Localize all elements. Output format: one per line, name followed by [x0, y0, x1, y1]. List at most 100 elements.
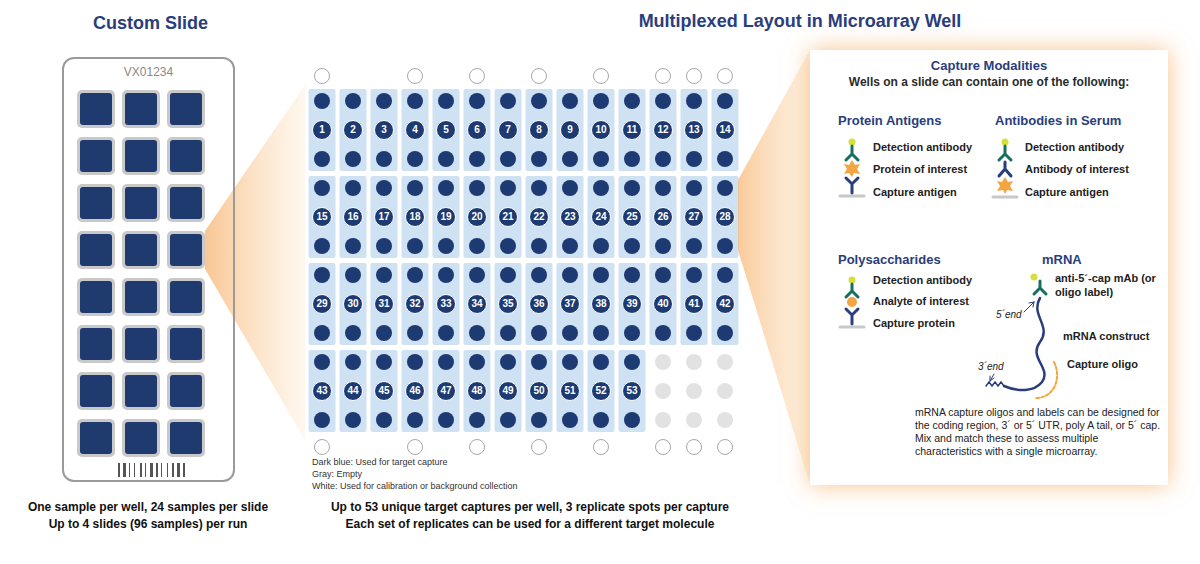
callout-number: 7 [505, 125, 511, 135]
capture-spot [314, 93, 330, 109]
callout-number: 44 [347, 386, 358, 396]
capture-spot [686, 151, 702, 167]
capture-number: 33 [436, 294, 456, 314]
capture-spot [655, 238, 671, 254]
capture-band [309, 263, 336, 345]
sample-well [170, 281, 202, 313]
capture-spot [407, 354, 423, 370]
capture-number: 9 [560, 120, 580, 140]
capture-band [464, 350, 491, 432]
part-label: Capture protein [873, 317, 993, 331]
capture-number: 25 [622, 207, 642, 227]
well-rim [167, 325, 205, 363]
capture-band [309, 350, 336, 432]
barcode-bar [134, 463, 135, 477]
capture-spot [345, 354, 361, 370]
section-title: Custom Slide [24, 13, 277, 34]
capture-number: 42 [715, 294, 735, 314]
capture-spot [469, 412, 485, 428]
capture-number: 2 [343, 120, 363, 140]
caption: One sample per well, 24 samples per slid… [2, 500, 294, 515]
capture-band [402, 176, 429, 258]
sample-well [80, 93, 112, 125]
capture-number: 26 [653, 207, 673, 227]
calibration-spot [656, 440, 671, 455]
empty-spot [686, 383, 702, 399]
capture-number: 37 [560, 294, 580, 314]
capture-spot [624, 180, 640, 196]
capture-band [712, 176, 739, 258]
callout-number: 30 [347, 299, 358, 309]
label-dot [1031, 274, 1038, 281]
capture-illustrations [840, 139, 1057, 399]
capture-band [681, 263, 708, 345]
capture-number: 30 [343, 294, 363, 314]
capture-band [557, 263, 584, 345]
capture-spot [562, 325, 578, 341]
capture-spot [686, 93, 702, 109]
panel-ground [810, 50, 1168, 485]
calibration-spot [656, 69, 671, 84]
capture-number: 1 [312, 120, 332, 140]
well-rim [77, 419, 115, 457]
well-rim [167, 278, 205, 316]
capture-spot [717, 267, 733, 283]
capture-number: 4 [405, 120, 425, 140]
callout-number: 20 [471, 212, 482, 222]
callout-number: 37 [564, 299, 575, 309]
callout-number: 21 [502, 212, 513, 222]
caption: Up to 4 slides (96 samples) per run [2, 517, 294, 532]
capture-number: 53 [622, 381, 642, 401]
well-rim [167, 137, 205, 175]
callout-number: 16 [347, 212, 358, 222]
capture-spot [469, 354, 485, 370]
capture-spot [593, 267, 609, 283]
capture-spot [376, 93, 392, 109]
capture-band [619, 263, 646, 345]
callout-number: 31 [378, 299, 389, 309]
barcode-bar [123, 463, 126, 477]
capture-band [495, 263, 522, 345]
barcode-bar [129, 463, 130, 477]
calibration-spot [594, 440, 609, 455]
callout-number: 52 [595, 386, 606, 396]
callout-number: 41 [688, 299, 699, 309]
capture-spot [438, 93, 454, 109]
capture-spot [376, 151, 392, 167]
callout-number: 28 [719, 212, 730, 222]
capture-band [588, 176, 615, 258]
callout-number: 24 [595, 212, 606, 222]
callout-number: 10 [595, 125, 606, 135]
capture-spot [500, 238, 516, 254]
capture-band [526, 350, 553, 432]
modality-heading: Antibodies in Serum [995, 113, 1155, 129]
capture-spot [407, 325, 423, 341]
part-label: Antibody of interest [1025, 163, 1155, 177]
capture-spot [717, 151, 733, 167]
capture-number: 43 [312, 381, 332, 401]
sample-well [80, 234, 112, 266]
capture-spot [686, 267, 702, 283]
part-label: Protein of interest [873, 163, 993, 177]
capture-band [588, 263, 615, 345]
sample-well [80, 187, 112, 219]
capture-number: 21 [498, 207, 518, 227]
capture-number: 15 [312, 207, 332, 227]
capture-spot [624, 93, 640, 109]
capture-number: 50 [529, 381, 549, 401]
capture-band [340, 176, 367, 258]
capture-spot [655, 267, 671, 283]
capture-spot [531, 267, 547, 283]
callout-number: 3 [381, 125, 387, 135]
callout-number: 36 [533, 299, 544, 309]
slide-outline: Custom SlideVX01234 [62, 57, 235, 482]
capture-band [712, 263, 739, 345]
legend-note: White: Used for calibration or backgroun… [312, 481, 632, 492]
capture-band [619, 89, 646, 171]
capture-number: 23 [560, 207, 580, 227]
sample-well [80, 375, 112, 407]
callout-number: 5 [443, 125, 449, 135]
well-rim [77, 278, 115, 316]
callout-number: 6 [474, 125, 480, 135]
capture-band [588, 350, 615, 432]
